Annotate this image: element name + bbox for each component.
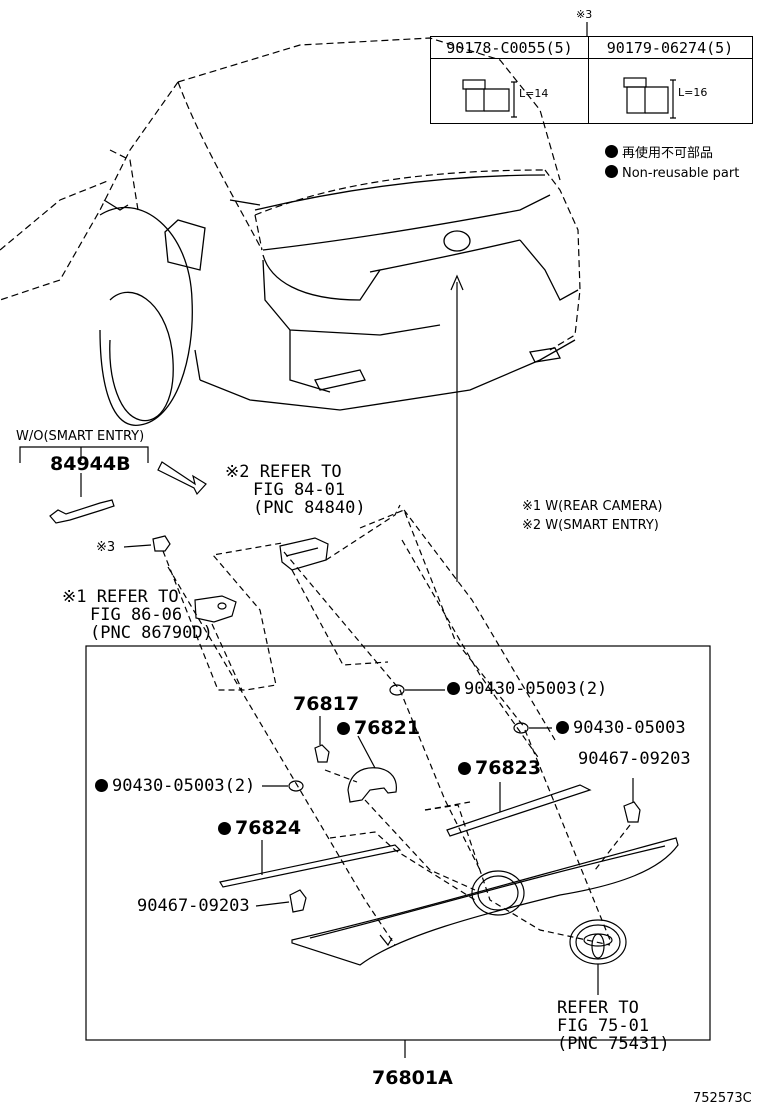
refer-84-line2: FIG 84-01 bbox=[253, 480, 346, 500]
refer-75-line1: REFER TO bbox=[557, 998, 639, 1018]
hollow-arrow bbox=[157, 461, 207, 496]
part-90430-a: 90430-05003(2) bbox=[447, 680, 607, 698]
table-note-mark: ※3 bbox=[576, 8, 593, 21]
car-body-solid bbox=[99, 174, 579, 426]
bolt-icon-l16 bbox=[623, 77, 676, 119]
part-90467-a: 90467-09203 bbox=[578, 749, 691, 769]
refer-84-line3: (PNC 84840) bbox=[253, 498, 366, 518]
legend-item-en: Non-reusable part bbox=[605, 165, 739, 181]
refer-86-line3: (PNC 86790D) bbox=[90, 623, 213, 643]
bolt-length-left: L=14 bbox=[519, 87, 549, 100]
legend-note-2: ※2 W(SMART ENTRY) bbox=[522, 518, 659, 533]
camera-cover bbox=[347, 767, 397, 803]
table-header-left: 90178-C0055(5) bbox=[431, 37, 588, 59]
wo-smart-entry-label: W/O(SMART ENTRY) bbox=[16, 429, 145, 444]
refer-75-line3: (PNC 75431) bbox=[557, 1034, 670, 1054]
part-76817: 76817 bbox=[293, 693, 360, 715]
part-90467-b: 90467-09203 bbox=[137, 896, 250, 916]
car-rear-illustration bbox=[0, 37, 581, 351]
bolt-length-right: L=16 bbox=[678, 86, 708, 99]
part-76823: 76823 bbox=[458, 758, 541, 778]
mark-3-label: ※3 bbox=[96, 540, 116, 555]
part-76824: 76824 bbox=[218, 818, 301, 838]
refer-84-line1: ※2 REFER TO bbox=[225, 462, 342, 482]
toyota-emblem bbox=[569, 919, 627, 995]
bolt-icon-l14 bbox=[462, 79, 517, 118]
part-90430-b: 90430-05003 bbox=[556, 719, 686, 737]
part-84944b: 84944B bbox=[50, 453, 131, 475]
refer-86-line2: FIG 86-06 bbox=[90, 605, 183, 625]
legend-item-jp: 再使用不可部品 bbox=[605, 145, 713, 161]
part-90430-c: 90430-05003(2) bbox=[95, 777, 255, 795]
garnish-main bbox=[291, 837, 679, 966]
non-reusable-parts-table: 90178-C0055(5) 90179-06274(5) bbox=[430, 36, 753, 124]
refer-86-line1: ※1 REFER TO bbox=[62, 587, 179, 607]
part-76801a: 76801A bbox=[372, 1067, 453, 1089]
arrow-head bbox=[450, 274, 464, 291]
figure-id: 752573C bbox=[693, 1091, 752, 1106]
table-header-right: 90179-06274(5) bbox=[588, 37, 752, 59]
refer-75-line2: FIG 75-01 bbox=[557, 1016, 650, 1036]
part-76821: 76821 bbox=[337, 718, 420, 738]
assembly-frame bbox=[85, 645, 711, 1041]
legend-note-1: ※1 W(REAR CAMERA) bbox=[522, 499, 663, 514]
